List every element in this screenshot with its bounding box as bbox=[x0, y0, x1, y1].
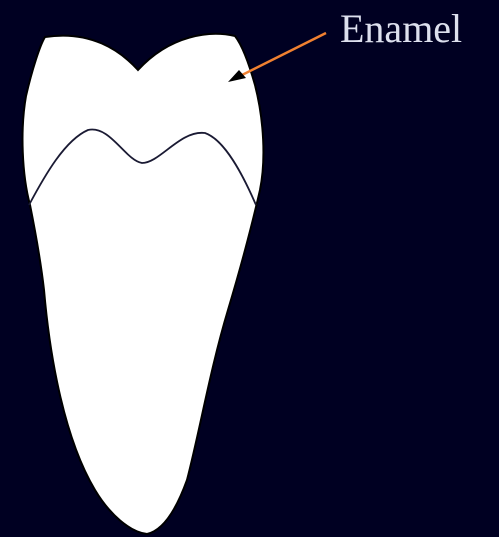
enamel-label: Enamel bbox=[340, 6, 462, 51]
